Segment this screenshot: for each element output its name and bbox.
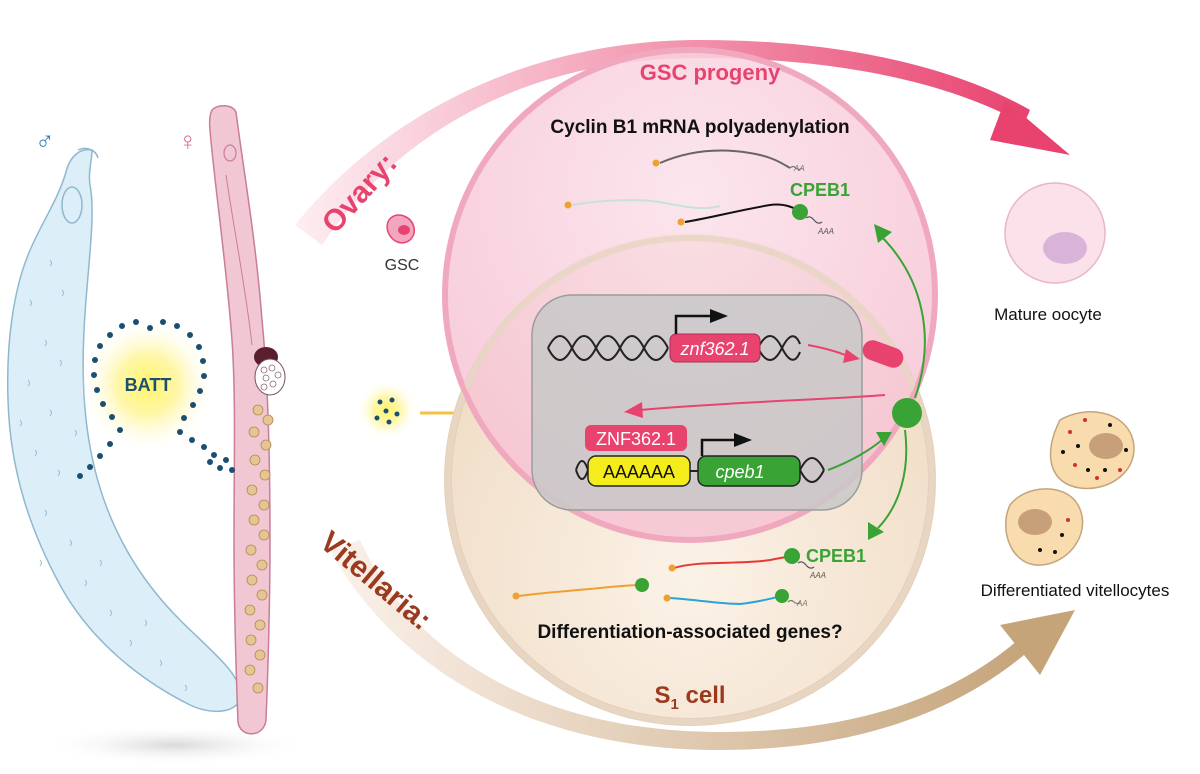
cpeb-translate-arrowhead — [876, 432, 892, 446]
female-symbol: ♀ — [178, 126, 198, 156]
ground-shadow — [40, 725, 310, 765]
vitellaria-label: Vitellaria: — [314, 525, 438, 637]
znf-protein-label: ZNF362.1 — [596, 429, 676, 449]
gsc-progeny-title: GSC progeny — [640, 60, 781, 85]
cpeb1-label-bottom: CPEB1 — [806, 546, 866, 566]
cpeb1-bound-1 — [784, 548, 800, 564]
mrna-caps-top — [564, 159, 685, 226]
male-worm — [6, 147, 242, 713]
cpeb-up-arrow — [879, 234, 926, 399]
znf-protein-box — [585, 425, 687, 451]
cyclin-label: Cyclin B1 mRNA polyadenylation — [550, 117, 849, 138]
vitellaria-arrowhead — [1000, 610, 1075, 675]
cpeb1-label-top: CPEB1 — [790, 180, 850, 200]
batt-label: BATT — [125, 375, 172, 395]
diff-genes-label: Differentiation-associated genes? — [537, 622, 842, 643]
polyA-tail-2 — [805, 216, 823, 224]
vitellocyte-1 — [1049, 411, 1135, 490]
tail-aa-2: AA — [796, 599, 808, 608]
s1-cell-border — [445, 235, 935, 725]
mature-oocyte-label: Mature oocyte — [994, 305, 1102, 324]
cpeb1-protein-center — [892, 398, 922, 428]
cpeb-down-arrow — [877, 429, 908, 529]
female-worm — [208, 105, 286, 735]
tail-aa-1: AA — [793, 164, 805, 173]
promoter-arrowhead-bottom — [734, 433, 752, 447]
s1-cell-label: S1 cell — [654, 682, 725, 713]
batt-glow — [77, 317, 235, 479]
diff-vitellocytes-label: Differentiated vitellocytes — [981, 581, 1170, 600]
dna-helix-top — [547, 335, 801, 361]
male-symbol: ♂ — [35, 126, 55, 156]
cpeb-translate-arrow — [827, 439, 883, 471]
polyA-tail-3 — [797, 561, 815, 569]
gsc-progeny-border — [442, 47, 938, 543]
tail-aaa-1: AAA — [817, 227, 834, 236]
promoter-arrow-top — [674, 314, 712, 334]
vitellocyte-2 — [1005, 488, 1084, 566]
znf-protein-shape — [862, 340, 904, 368]
promoter-arrow-bottom — [700, 438, 736, 456]
s1-subscript: 1 — [670, 696, 678, 713]
tail-aaa-2: AAA — [809, 571, 826, 580]
ovary-arrow — [295, 40, 1030, 245]
cpeb-up-arrowhead — [874, 224, 892, 243]
vitellaria-arrow — [330, 540, 1030, 750]
mrna-caps-bottom — [512, 564, 676, 602]
cpeb-gene-label: cpeb1 — [715, 462, 764, 482]
polyA-tail-4 — [787, 599, 801, 605]
dna-helix-bottom — [575, 457, 825, 483]
gsc-cell — [386, 214, 415, 244]
gsc-label: GSC — [385, 257, 420, 274]
cpeb1-bound-3 — [775, 589, 789, 603]
binding-arrow — [639, 394, 886, 411]
polyA-tail-1 — [789, 165, 803, 171]
cpeb1-bound-top — [792, 204, 808, 220]
translate-arrowhead — [843, 349, 860, 363]
znf-gene-label: znf362.1 — [679, 339, 749, 359]
promoter-arrowhead-top — [710, 309, 728, 323]
ovary-arrowhead — [990, 100, 1070, 155]
binding-arrowhead — [624, 402, 643, 418]
cpeb-down-arrowhead — [868, 522, 884, 540]
mature-oocyte — [1004, 182, 1106, 284]
polyA-box-label: AAAAAA — [603, 462, 675, 482]
znf-gene-box — [669, 333, 761, 363]
batt-small-glow — [357, 380, 417, 440]
nucleus-box — [531, 294, 863, 511]
cpeb1-bound-2 — [635, 578, 649, 592]
